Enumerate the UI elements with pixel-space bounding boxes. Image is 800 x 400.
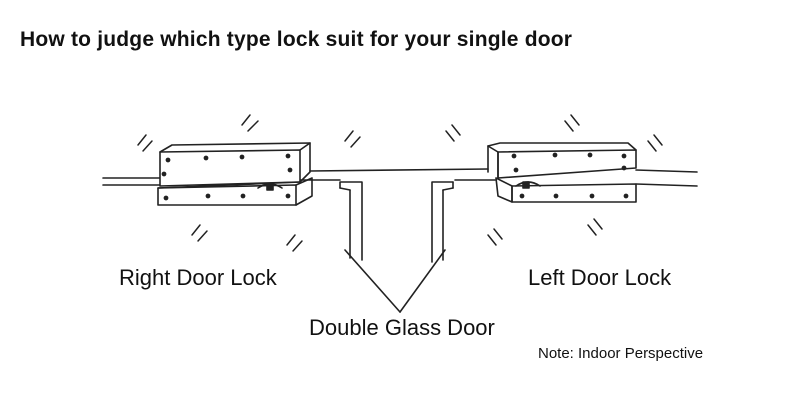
double-glass-door-drawing — [340, 182, 453, 262]
glass-door-pointer-lines — [345, 250, 445, 312]
glass-shine-marks — [138, 115, 662, 251]
diagram-title: How to judge which type lock suit for yo… — [20, 28, 573, 51]
right-door-lock-drawing — [158, 143, 312, 205]
left-door-lock-label: Left Door Lock — [528, 265, 672, 290]
double-glass-door-label: Double Glass Door — [309, 315, 495, 340]
right-door-lock-label: Right Door Lock — [119, 265, 277, 290]
perspective-note: Note: Indoor Perspective — [538, 345, 704, 362]
left-door-lock-drawing — [488, 143, 636, 202]
door-frame-lines — [103, 169, 697, 186]
